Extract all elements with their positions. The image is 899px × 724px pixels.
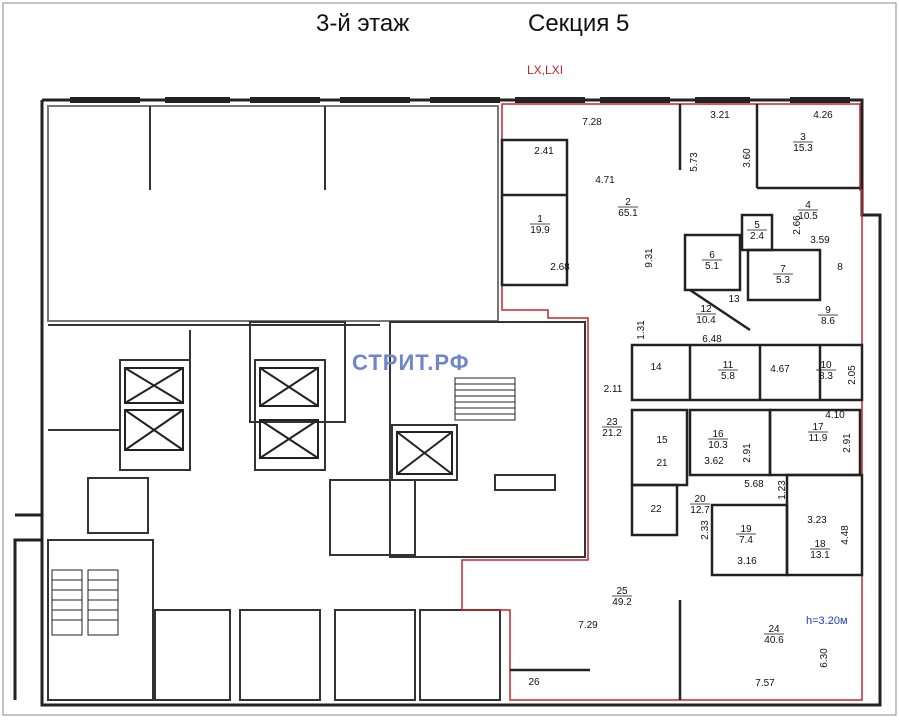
room-number: 12 <box>700 304 712 315</box>
axis-label: LX,LXI <box>527 63 564 77</box>
section-boundary <box>461 103 863 701</box>
dimension-label: 2.33 <box>700 520 711 540</box>
room-area: 5.1 <box>705 261 719 272</box>
dimension-label: 2.91 <box>842 433 853 453</box>
room-number: 10 <box>820 360 832 371</box>
dimension-label: 2.91 <box>742 443 753 463</box>
room-area: 10.4 <box>696 315 716 326</box>
room-number: 7 <box>780 264 786 275</box>
dimension-label: 5.73 <box>689 152 700 172</box>
room-number: 2 <box>625 197 631 208</box>
room-area: 12.7 <box>690 505 710 516</box>
room-area: 5.8 <box>721 371 735 382</box>
room-area: 21.2 <box>602 428 622 439</box>
room-number: 18 <box>814 539 826 550</box>
elevator-shafts <box>124 367 453 475</box>
dimension-label: 4.26 <box>813 110 833 121</box>
dimension-label: 1.31 <box>636 320 647 340</box>
dimension-label: 3.16 <box>737 556 757 567</box>
section-walls <box>500 104 864 700</box>
room-number: 9 <box>825 305 831 316</box>
room-number: 25 <box>616 586 628 597</box>
room-area: 19.9 <box>530 225 550 236</box>
dimension-label: 4.10 <box>825 410 845 421</box>
room-number: 23 <box>606 417 618 428</box>
section-title: Секция 5 <box>528 10 630 37</box>
dimension-label: 2.68 <box>550 262 570 273</box>
room-area: 11.9 <box>809 433 828 444</box>
dimension-label: 4.71 <box>595 175 615 186</box>
outer-walls <box>13 98 882 707</box>
left-section-walls <box>47 105 586 701</box>
room-number: 15 <box>656 435 668 446</box>
floor-title: 3-й этаж <box>316 10 410 37</box>
room-area: 15.3 <box>793 143 813 154</box>
room-number: 4 <box>805 200 811 211</box>
room-area: 7.4 <box>739 535 753 546</box>
dimension-label: 6.48 <box>702 334 722 345</box>
room-number: 5 <box>754 220 760 231</box>
room-number: 8 <box>837 262 843 273</box>
dimension-label: 9.31 <box>644 248 655 268</box>
room-area: 10.5 <box>798 211 818 222</box>
dimension-label: 4.48 <box>840 525 851 545</box>
room-area: 2.4 <box>750 231 764 242</box>
watermark: СТРИТ.РФ <box>352 350 470 375</box>
room-number: 11 <box>723 360 734 371</box>
dimension-label: 3.59 <box>810 235 830 246</box>
dimension-label: 3.23 <box>807 515 827 526</box>
dimension-label: 2.05 <box>847 365 858 385</box>
room-area: 49.2 <box>612 597 632 608</box>
room-number: 1 <box>537 214 543 225</box>
dimension-label: 3.62 <box>704 456 724 467</box>
ceiling-height: h=3.20м <box>806 615 848 627</box>
room-number: 14 <box>650 362 662 373</box>
room-number: 22 <box>650 504 662 515</box>
dimension-label: 3.21 <box>710 110 730 121</box>
dimension-label: 1.23 <box>777 480 788 500</box>
room-area: 40.6 <box>764 635 784 646</box>
dimension-label: 7.57 <box>755 678 775 689</box>
room-number: 26 <box>528 677 540 688</box>
dimension-label: 6.30 <box>819 648 830 668</box>
staircases <box>51 377 516 636</box>
dimension-label: 2.11 <box>604 384 623 395</box>
dimension-label: 7.28 <box>582 117 602 128</box>
room-area: 65.1 <box>618 208 638 219</box>
dimension-label: 7.29 <box>578 620 598 631</box>
room-area: 8.6 <box>821 316 835 327</box>
dimension-label: 2.41 <box>534 146 554 157</box>
room-number: 13 <box>728 294 740 305</box>
room-area: 10.3 <box>708 440 728 451</box>
room-area: 5.3 <box>776 275 790 286</box>
room-area: 8.3 <box>819 371 833 382</box>
room-number: 16 <box>712 429 724 440</box>
room-number: 19 <box>740 524 752 535</box>
room-number: 20 <box>694 494 706 505</box>
room-area: 13.1 <box>810 550 830 561</box>
room-number: 6 <box>709 250 715 261</box>
room-number: 21 <box>656 458 668 469</box>
dimension-label: 4.67 <box>770 364 790 375</box>
room-number: 3 <box>800 132 806 143</box>
room-number: 17 <box>812 422 824 433</box>
room-number: 24 <box>768 624 780 635</box>
dimension-label: 3.60 <box>742 148 753 168</box>
dimension-label: 2.66 <box>792 215 803 235</box>
dimension-label: 5.68 <box>744 479 764 490</box>
